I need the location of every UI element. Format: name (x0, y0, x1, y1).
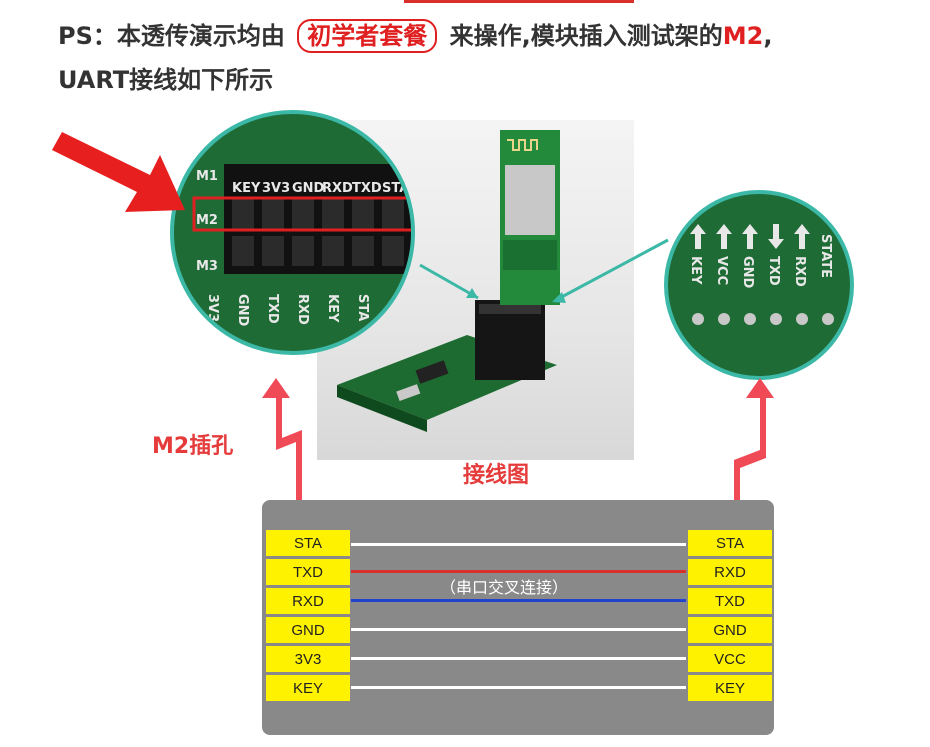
intro-comma: , (763, 22, 773, 50)
intro-prefix: PS：本透传演示均由 (58, 22, 285, 50)
bottom-pin-label: RXD (295, 294, 310, 325)
module-pins-zoom: KEY VCC GND TXD RXD STATE (664, 190, 854, 380)
bottom-pin-label: STA (355, 294, 370, 321)
bottom-pin-label: TXD (265, 294, 280, 324)
socket-closeup: M1 M2 M3 KEY 3V3 GND RXD TXD STA 3V3 GND… (192, 164, 411, 327)
wire-gnd (351, 628, 686, 631)
top-pin-label: KEY (232, 181, 261, 196)
module-pin-label: TXD (766, 256, 781, 286)
left-pin-sta: STA (266, 530, 350, 556)
top-pin-label: RXD (322, 181, 353, 196)
right-pin-key: KEY (688, 675, 772, 701)
right-pin-rxd: RXD (688, 559, 772, 585)
m2-socket-label: M2插孔 (152, 434, 234, 459)
right-pin-sta: STA (688, 530, 772, 556)
m2-highlight-box (192, 196, 411, 232)
left-connector-line (419, 263, 479, 300)
row-label-m3: M3 (196, 259, 218, 274)
diagram-caption: 接线图 (463, 463, 530, 488)
left-pin-txd: TXD (266, 559, 350, 585)
row-label-m2: M2 (196, 213, 218, 228)
left-pin-3v3: 3V3 (266, 646, 350, 672)
bottom-pin-label: GND (235, 294, 250, 327)
module-pin-label: GND (740, 256, 755, 289)
m2-socket-zoom: M1 M2 M3 KEY 3V3 GND RXD TXD STA 3V3 GND… (170, 110, 415, 355)
row-label-m1: M1 (196, 169, 218, 184)
right-connector-line (555, 238, 669, 302)
module-pins-closeup: KEY VCC GND TXD RXD STATE (688, 224, 834, 325)
intro-line2: UART接线如下所示 (58, 66, 274, 94)
top-pin-label: GND (292, 181, 325, 196)
wire-key (351, 686, 686, 689)
right-pin-txd: TXD (688, 588, 772, 614)
wire-rxd-txd (351, 599, 686, 602)
wire-sta (351, 543, 686, 546)
cross-connect-label: （串口交叉连接） (440, 578, 569, 597)
bottom-pin-label: 3V3 (205, 294, 220, 322)
intro-text: PS：本透传演示均由 初学者套餐 来操作,模块插入测试架的M2, UART接线如… (58, 14, 918, 102)
top-pin-label: 3V3 (262, 181, 290, 196)
left-pin-key: KEY (266, 675, 350, 701)
module-pin-label: VCC (714, 256, 729, 285)
wire-power (351, 657, 686, 660)
intro-mid: 来操作,模块插入测试架的 (449, 22, 723, 50)
module-pin-label: RXD (792, 256, 807, 287)
kit-name-badge: 初学者套餐 (297, 19, 438, 53)
module-pin-label: STATE (818, 234, 833, 278)
product-illustration (337, 130, 560, 432)
right-pin-vcc: VCC (688, 646, 772, 672)
right-pin-gnd: GND (688, 617, 772, 643)
top-accent-line (404, 0, 634, 3)
pointer-arrow-icon (52, 132, 185, 212)
module-pin-label: KEY (688, 256, 703, 285)
left-pin-gnd: GND (266, 617, 350, 643)
left-pin-rxd: RXD (266, 588, 350, 614)
wire-txd-rxd (351, 570, 686, 573)
top-pin-label: TXD (352, 181, 382, 196)
slot-name: M2 (722, 22, 764, 50)
bottom-pin-label: KEY (325, 294, 340, 323)
